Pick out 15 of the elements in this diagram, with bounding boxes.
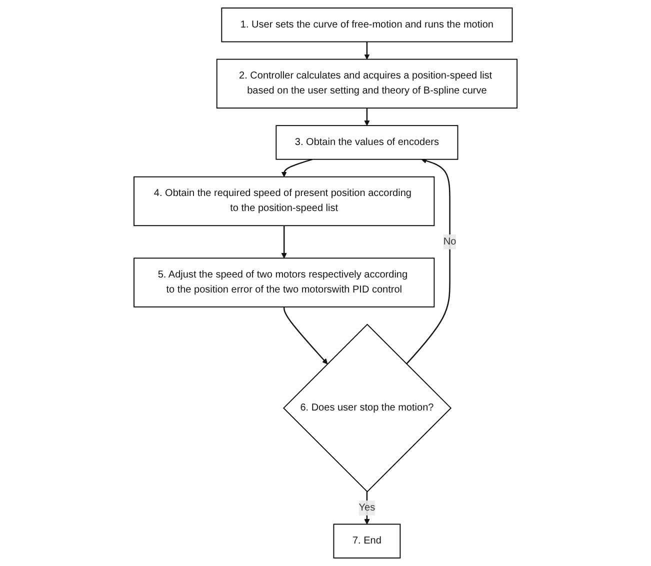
- edge-label: Yes: [358, 502, 376, 513]
- node-box: 2. Controller calculates and acquires a position-speed list based on the user setting and theory of B-spline curve: [216, 58, 518, 109]
- node-box: 7. End: [333, 524, 401, 558]
- node-box: 4. Obtain the required speed of present position according to the position-speed list: [134, 176, 435, 226]
- edge-label: No: [443, 236, 456, 247]
- arrow: [364, 42, 370, 60]
- arrow: [283, 306, 328, 364]
- node-box: 3. Obtain the values of encoders: [276, 125, 458, 160]
- arrow: [364, 108, 370, 126]
- arrow: [281, 158, 313, 178]
- node-diamond: 6. Does user stop the motion?: [282, 324, 452, 492]
- node-box: 5. Adjust the speed of two motors respectively according to the position error of the two motorswith PID control: [134, 258, 435, 308]
- arrow: [406, 158, 450, 364]
- node-box: 1. User sets the curve of free-motion and runs the motion: [221, 8, 513, 42]
- arrow: [281, 226, 287, 258]
